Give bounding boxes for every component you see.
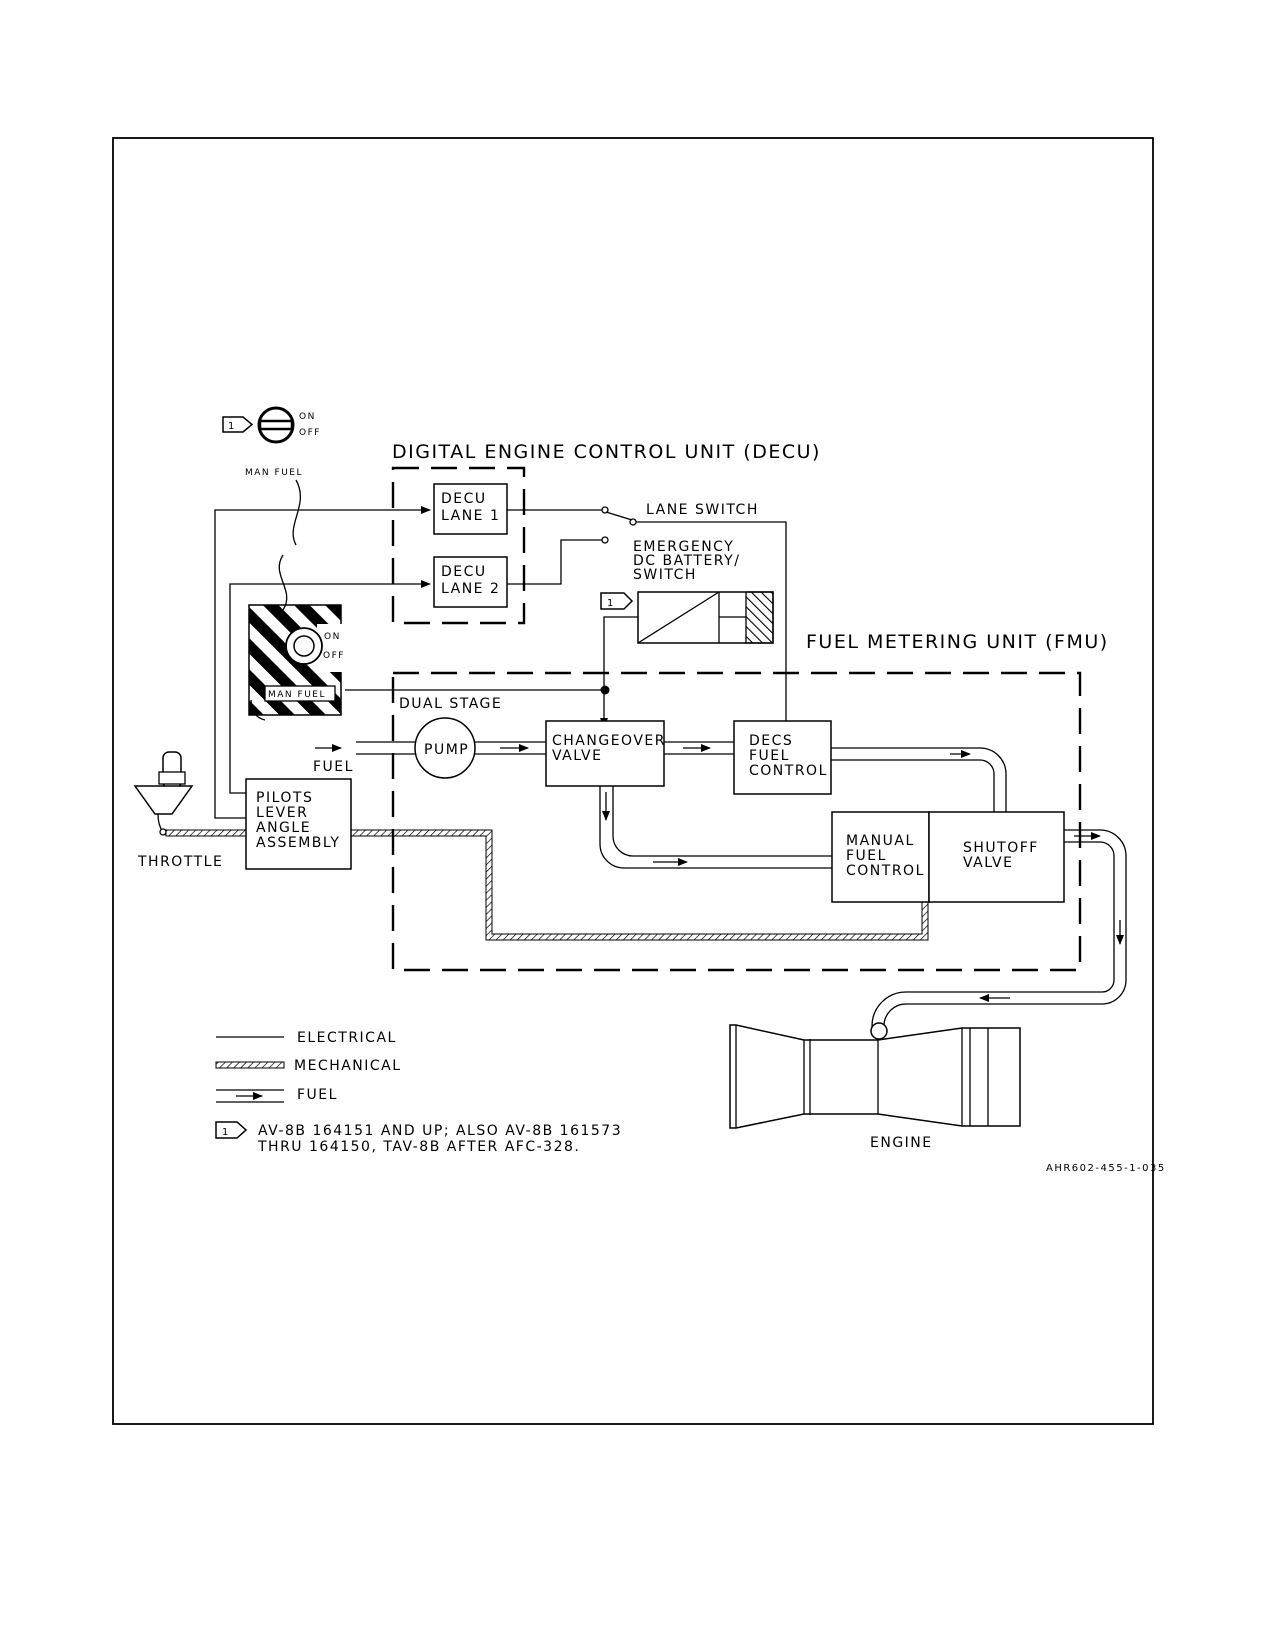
diagram-label: LANE 2 [441, 581, 500, 597]
diagram-label: ON [324, 632, 341, 642]
note-badge [222, 416, 254, 433]
fuel-inlet-label: FUEL [313, 759, 354, 775]
throttle-label: THROTTLE [137, 854, 223, 870]
legend: ELECTRICAL MECHANICAL FUEL 1 AV-8B 16415… [215, 1030, 622, 1155]
decu-title: DIGITAL ENGINE CONTROL UNIT (DECU) [392, 441, 821, 463]
diagram-label: OFF [323, 651, 345, 661]
changeover-valve-box [545, 720, 665, 787]
lane-switch-label: LANE SWITCH [646, 502, 759, 518]
figure-reference: AHR602-455-1-035 [1046, 1163, 1166, 1174]
mech-throttle-link [165, 829, 247, 837]
diagram-label: THRU 164150, TAV-8B AFTER AFC-328. [257, 1139, 580, 1155]
diagram-label: SWITCH [633, 567, 697, 583]
decs-fuel-control-box [733, 720, 832, 795]
manual-fuel-control-box [831, 811, 930, 903]
diagram-label: FUEL [846, 848, 887, 864]
emergency-badge [600, 592, 634, 610]
diagram-label: DECS [749, 733, 793, 749]
diagram-label: LEVER [256, 805, 308, 821]
diagram-label: 1 [607, 598, 615, 609]
legend-note-badge [215, 1121, 248, 1139]
diagram-label: CHANGEOVER [552, 733, 666, 749]
engine-icon [729, 1022, 1021, 1129]
note-badge-text: 1 [228, 421, 236, 432]
diagram-label: DECU [441, 564, 487, 580]
diagram-label: MAN FUEL [245, 468, 303, 478]
shutoff-valve-box [928, 811, 1065, 903]
decu-boundary [391, 466, 526, 625]
decu-lane-1-box [433, 483, 508, 535]
man-fuel-switch-panel: ON OFF MAN FUEL [248, 604, 345, 721]
diagram-label: VALVE [552, 748, 602, 764]
diagram-label: DC BATTERY/ [633, 553, 740, 569]
man-fuel-switch-symbol: 1 ON OFF MAN FUEL [222, 406, 321, 478]
diagram-label: SHUTOFF [963, 840, 1039, 856]
fmu-title: FUEL METERING UNIT (FMU) [806, 631, 1109, 653]
diagram-label: DUAL STAGE [399, 696, 502, 712]
diagram-label: EMERGENCY [633, 539, 734, 555]
diagram-label: CONTROL [749, 763, 828, 779]
diagram-label: MANUAL [846, 833, 915, 849]
diagram-label: MECHANICAL [294, 1058, 402, 1074]
diagram-label: OFF [299, 428, 321, 438]
engine-label: ENGINE [870, 1135, 933, 1151]
diagram-label: MAN FUEL [268, 690, 326, 700]
diagram-label: AV-8B 164151 AND UP; ALSO AV-8B 161573 [258, 1123, 622, 1139]
diagram-label: VALVE [963, 855, 1013, 871]
pump [414, 717, 476, 779]
diagram-label: FUEL [297, 1087, 338, 1103]
mech-linkage [350, 829, 929, 941]
diagram-label: ASSEMBLY [256, 835, 340, 851]
fmu-boundary [391, 671, 1082, 972]
diagram-label: FUEL [749, 748, 790, 764]
page-frame [112, 137, 1154, 1425]
diagram-label: ANGLE [256, 820, 311, 836]
emergency-battery-switch-box [637, 591, 774, 644]
diagram-label: ON [299, 412, 316, 422]
diagram-label: 1 [222, 1127, 230, 1138]
pilots-lever-angle-assembly-box [245, 778, 352, 870]
throttle-icon [133, 751, 194, 836]
diagram-label: LANE 1 [441, 508, 500, 524]
diagram-label: ELECTRICAL [297, 1030, 397, 1046]
diagram-label: DECU [441, 491, 487, 507]
decu-lane-2-box [433, 556, 508, 608]
diagram-label: CONTROL [846, 863, 925, 879]
diagram-label: PUMP [424, 742, 469, 758]
diagram-label: PILOTS [256, 790, 313, 806]
